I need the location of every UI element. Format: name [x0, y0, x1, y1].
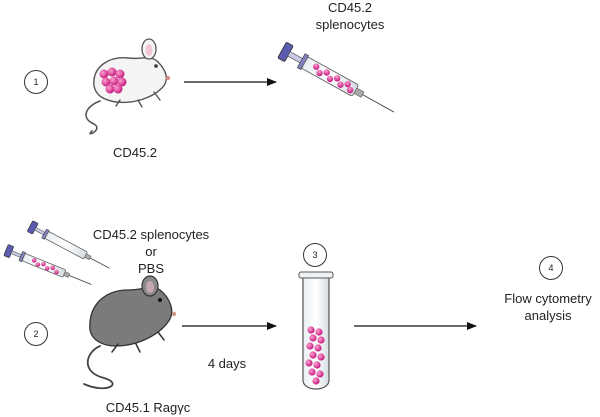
analysis-label-line1: Flow cytometry [504, 291, 592, 306]
treatment-label-line1: CD45.2 splenocytes [92, 227, 210, 242]
recipient-mouse-label: CD45.1 Ragγc [105, 400, 191, 415]
step-marker-2: 2 [24, 322, 48, 346]
syringe-pbs-icon [27, 220, 110, 269]
syringe-cells-icon [313, 63, 354, 94]
step-marker-1: 1 [24, 70, 48, 94]
grey-mouse-icon [83, 275, 177, 390]
tube-cells-icon [305, 326, 325, 385]
white-mouse-icon [85, 38, 170, 135]
treatment-label-line3: PBS [137, 261, 164, 276]
step-marker-4: 4 [539, 256, 563, 280]
analysis-label-line2: analysis [524, 308, 572, 323]
injection-label-line2: splenocytes [315, 17, 385, 32]
injection-label-line1: CD45.2 [327, 0, 373, 15]
step-marker-3: 3 [303, 243, 327, 267]
donor-mouse-label: CD45.2 [112, 145, 158, 160]
spleen-cells-icon [99, 67, 127, 94]
duration-label: 4 days [207, 356, 247, 371]
syringe-cells-small-icon [3, 244, 92, 285]
syringe-icon [277, 42, 395, 113]
treatment-label-line2: or [145, 244, 157, 259]
test-tube-icon [298, 271, 334, 390]
